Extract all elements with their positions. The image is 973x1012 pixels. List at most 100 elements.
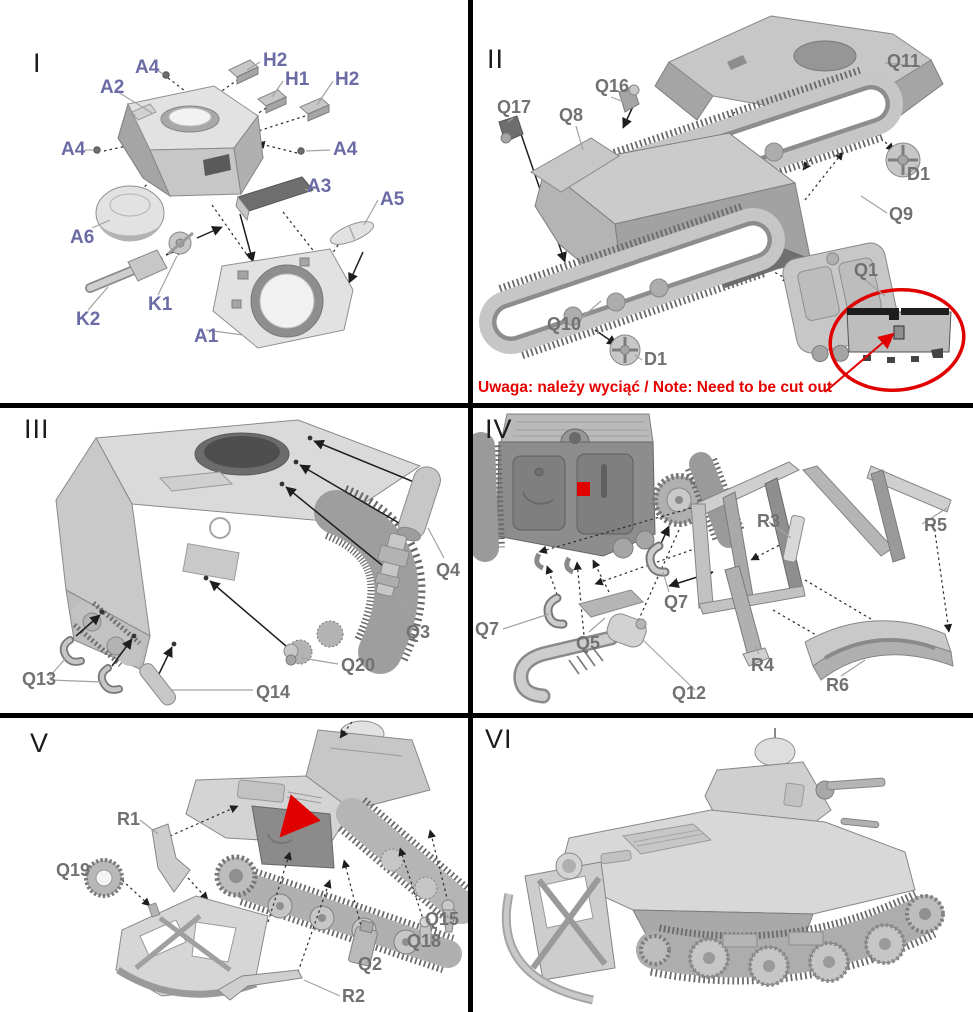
panel-iv-numeral: IV	[485, 414, 513, 444]
part-label-q1: Q1	[854, 260, 879, 280]
sprocket-part-bottom	[609, 334, 641, 366]
cutout-inset-drawing	[846, 308, 952, 363]
panel-iv: IV R3 R5 Q7 Q7 Q5 R4 R6 Q12	[473, 408, 973, 713]
bracket-part-r1	[151, 823, 191, 893]
panel-iii-numeral: III	[24, 414, 50, 444]
part-label-q12: Q12	[672, 683, 707, 703]
divider-vertical	[468, 0, 473, 1012]
label-leaders	[502, 507, 948, 691]
part-label-q15: Q15	[425, 909, 460, 929]
part-label-q10: Q10	[547, 314, 582, 334]
divider-horizontal-bottom	[0, 713, 973, 718]
panel-i: I A4 H2 A2 H1 H2 A4 A4 A3 A5 A6 K1 K2 A1	[0, 0, 468, 403]
hook-part-left	[543, 593, 568, 629]
part-label-r2: R2	[342, 986, 366, 1006]
panel-iv-illustration	[473, 413, 954, 704]
rear-plate-part	[782, 242, 900, 363]
part-label-q4: Q4	[436, 560, 461, 580]
part-label-q20: Q20	[341, 655, 376, 675]
panel-v-illustration	[83, 720, 468, 1001]
part-label-q13: Q13	[22, 669, 57, 689]
part-label-k1: K1	[148, 294, 173, 315]
red-highlight-square	[577, 482, 590, 496]
part-label-h2b: H2	[335, 69, 360, 90]
part-label-q18: Q18	[407, 931, 442, 951]
panel-ii-numeral: II	[487, 44, 505, 74]
part-label-q19: Q19	[56, 860, 91, 880]
label-leaders	[83, 819, 449, 997]
jack-part	[374, 532, 410, 597]
red-arrow	[279, 794, 321, 838]
panel-v: V R1 Q19 Q15 Q18 Q2 R2	[0, 718, 468, 1012]
part-label-a4c: A4	[333, 139, 358, 160]
hull-three-quarter-view	[55, 419, 426, 674]
part-label-h2: H2	[263, 50, 288, 71]
disc-part	[329, 221, 375, 245]
cupola-dome-part	[95, 185, 165, 242]
label-leaders	[49, 527, 445, 691]
panel-ii-illustration	[479, 15, 966, 393]
assembly-arrows	[75, 439, 415, 677]
bracket-part-q16	[618, 84, 640, 113]
part-label-r5: R5	[924, 515, 948, 535]
part-label-a4b: A4	[61, 139, 86, 160]
bracket-part-q17	[498, 115, 524, 144]
exhaust-part	[513, 613, 647, 704]
panel-i-illustration	[85, 59, 379, 349]
part-label-q3: Q3	[406, 622, 431, 642]
part-label-q5: Q5	[576, 633, 601, 653]
divider-horizontal-top	[0, 403, 973, 408]
rear-hull-view	[473, 413, 745, 575]
part-label-q14: Q14	[256, 682, 291, 702]
sprocket-part-right	[885, 142, 921, 178]
handle-part	[139, 663, 176, 706]
part-q15	[441, 899, 456, 933]
complete-tank	[501, 728, 945, 1005]
cutout-highlight	[824, 287, 966, 393]
part-label-q16: Q16	[595, 76, 630, 96]
part-label-q11: Q11	[887, 51, 921, 71]
link-part-r3	[782, 514, 805, 563]
part-label-a5: A5	[380, 189, 405, 210]
part-label-r4: R4	[751, 655, 775, 675]
part-label-r1: R1	[117, 809, 141, 829]
part-label-q8: Q8	[559, 105, 584, 125]
part-label-q9: Q9	[889, 204, 914, 224]
tail-skid-frame	[690, 461, 952, 667]
tank-front-view	[185, 720, 468, 973]
tow-bar-part-r2	[217, 969, 303, 1001]
panel-iii: III Q4 Q3 Q20 Q13 Q14	[0, 408, 468, 713]
front-skid	[501, 861, 616, 1005]
plate-part-q2	[348, 919, 378, 967]
skid-shoe-part	[804, 620, 954, 681]
panel-vi: VI	[473, 718, 973, 1012]
part-label-h1: H1	[285, 69, 310, 90]
part-label-a6: A6	[70, 227, 95, 248]
cutout-note: Uwaga: należy wyciąć / Note: Need to be …	[478, 379, 832, 396]
hook-part-right	[645, 541, 670, 577]
hook-parts	[59, 636, 123, 694]
road-wheels	[688, 923, 906, 987]
label-leaders	[507, 62, 926, 361]
gun-barrel-parts	[85, 231, 194, 293]
hatch-parts	[228, 59, 330, 122]
glacis-part	[530, 137, 620, 193]
turret-ring-part	[212, 248, 354, 349]
plate-part-q5	[578, 589, 644, 618]
red-arrow	[824, 332, 895, 393]
turret-part	[117, 85, 264, 198]
part-label-r3: R3	[757, 511, 781, 531]
attachment-pins	[99, 435, 313, 647]
track-left-part	[479, 203, 785, 359]
part-label-q17: Q17	[497, 97, 532, 117]
part-label-a2: A2	[100, 77, 125, 98]
breech-part	[235, 176, 314, 222]
knob-part	[283, 643, 299, 666]
panel-v-numeral: V	[30, 728, 50, 758]
part-label-a1: A1	[194, 326, 219, 347]
part-label-a3: A3	[307, 176, 332, 197]
part-label-a4: A4	[135, 57, 160, 78]
panel-iii-illustration	[49, 419, 445, 706]
part-label-d1: D1	[907, 164, 931, 184]
